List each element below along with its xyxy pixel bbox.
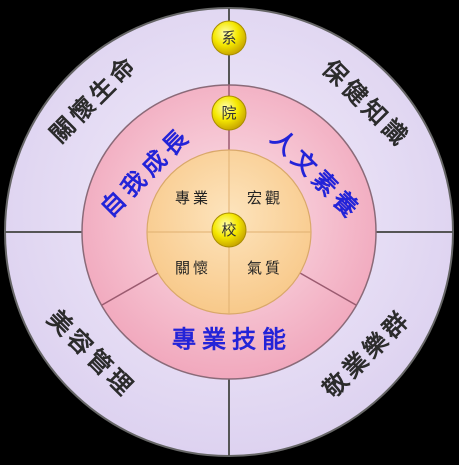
svg-text:校: 校 [221, 221, 236, 239]
middle-divider-lower-right [299, 272, 357, 306]
inner-label-bottom-right: 氣質 [247, 259, 283, 277]
badge-school: 校 [211, 212, 247, 248]
svg-text:院: 院 [221, 104, 236, 122]
inner-label-bottom-left: 關懷 [175, 259, 211, 277]
svg-text:系: 系 [221, 29, 236, 47]
middle-divider-lower-left [101, 272, 159, 306]
middle-label-bottom: 專業技能 [172, 325, 292, 354]
inner-label-top-left: 專業 [175, 189, 211, 207]
badge-department: 系 [211, 20, 247, 56]
inner-label-top-right: 宏觀 [247, 189, 283, 207]
badge-college: 院 [211, 95, 247, 131]
